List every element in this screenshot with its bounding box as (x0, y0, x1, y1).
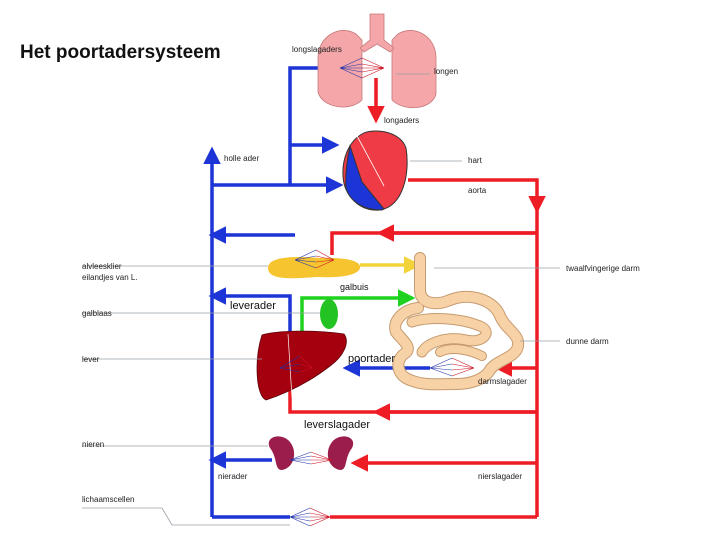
label-alvleesklier: alvleesklier (82, 262, 122, 271)
label-aorta: aorta (468, 186, 487, 195)
label-nieren: nieren (82, 440, 104, 449)
left-lung (317, 30, 363, 108)
lungs (317, 13, 437, 108)
page-title: Het poortadersysteem (20, 42, 221, 63)
body-cells-capillaries (289, 507, 331, 527)
label-nierslagader: nierslagader (478, 472, 522, 481)
label-holle-ader: holle ader (224, 154, 259, 163)
label-longaders: longaders (384, 116, 419, 125)
intestine-body (390, 253, 524, 390)
labels: longslagaders longen longaders holle ade… (82, 45, 640, 504)
label-hart: hart (468, 156, 483, 165)
heart (342, 130, 408, 211)
hepatic-vein (208, 287, 292, 345)
arterial-vessels (288, 78, 546, 519)
pancreas-shape (268, 257, 361, 279)
label-galbuis: galbuis (340, 282, 369, 292)
pancreas-artery (330, 231, 537, 255)
label-leverader: leverader (230, 300, 276, 312)
kidney-capillaries (289, 451, 333, 465)
intestine-capillaries (429, 357, 475, 377)
lung-capillaries (339, 57, 385, 79)
label-longen: longen (434, 67, 458, 76)
label-nierader: nierader (218, 472, 248, 481)
label-dunne-darm: dunne darm (566, 337, 609, 346)
heart-right (345, 144, 385, 211)
liver-shape (256, 330, 347, 401)
label-lichaamscellen: lichaamscellen (82, 495, 134, 504)
right-lung (391, 30, 437, 108)
label-galblaas: galblaas (82, 309, 112, 318)
label-darmslagader: darmslagader (478, 377, 527, 386)
intestines (389, 252, 525, 391)
kidneys (268, 436, 354, 470)
label-twaalfvingerige-darm: twaalfvingerige darm (566, 264, 640, 273)
gallbladder (320, 299, 338, 329)
label-poortader: poortader (348, 353, 395, 365)
right-kidney (327, 436, 354, 470)
pancreas-capillaries (294, 249, 335, 269)
label-longslagaders: longslagaders (292, 45, 342, 54)
venous-vessels (203, 59, 430, 519)
left-kidney (268, 436, 295, 470)
trachea (359, 13, 395, 53)
liver (256, 330, 347, 401)
aorta (408, 178, 546, 214)
label-lever: lever (82, 355, 100, 364)
bile-duct (300, 289, 416, 340)
pancreas (268, 249, 361, 279)
liver-capillaries (279, 355, 313, 373)
label-eilandjes: eilandjes van L. (82, 273, 138, 282)
leader-lines (82, 73, 560, 526)
label-leverslagader: leverslagader (304, 419, 370, 431)
